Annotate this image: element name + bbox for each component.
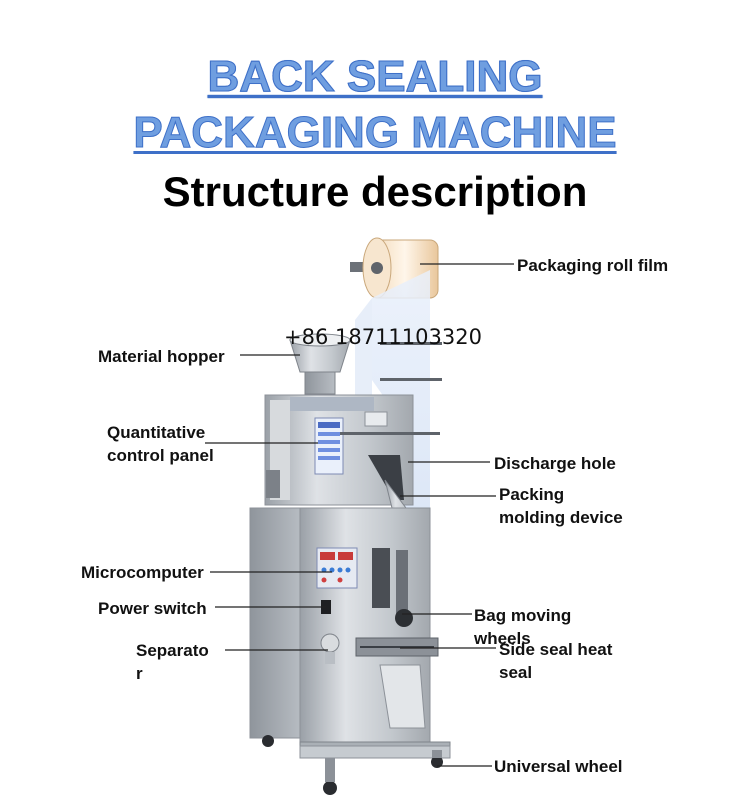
label-quantitative-2: control panel <box>107 446 214 465</box>
label-quantitative-1: Quantitative <box>107 423 206 442</box>
label-side-seal-1: Side seal heat <box>499 640 613 659</box>
label-power-switch: Power switch <box>98 599 207 618</box>
label-universal-wheel: Universal wheel <box>494 757 623 776</box>
title-line-2: PACKAGING MACHINE <box>133 108 617 158</box>
label-bag-moving-2: wheels <box>474 629 531 648</box>
title-line-1: BACK SEALING <box>207 52 543 102</box>
lower-cabinet <box>249 507 451 795</box>
title-line-3: Structure description <box>162 168 588 215</box>
label-side-seal-2: seal <box>499 663 533 682</box>
label-packaging-roll-film: Packaging roll film <box>517 256 669 275</box>
film-roll <box>350 237 439 520</box>
label-separator-2: r <box>136 664 143 683</box>
watermark-phone: +86 18711103320 <box>284 325 482 349</box>
label-discharge-hole: Discharge hole <box>494 454 616 473</box>
label-microcomputer: Microcomputer <box>81 563 204 582</box>
label-material-hopper: Material hopper <box>98 347 225 366</box>
callout-lines <box>205 263 514 767</box>
label-separator-1: Separato <box>136 641 209 660</box>
upper-cabinet <box>264 333 442 651</box>
label-bag-moving-1: Bag moving <box>474 606 572 625</box>
label-packing-2: molding device <box>499 508 623 527</box>
label-packing-1: Packing <box>499 485 565 504</box>
